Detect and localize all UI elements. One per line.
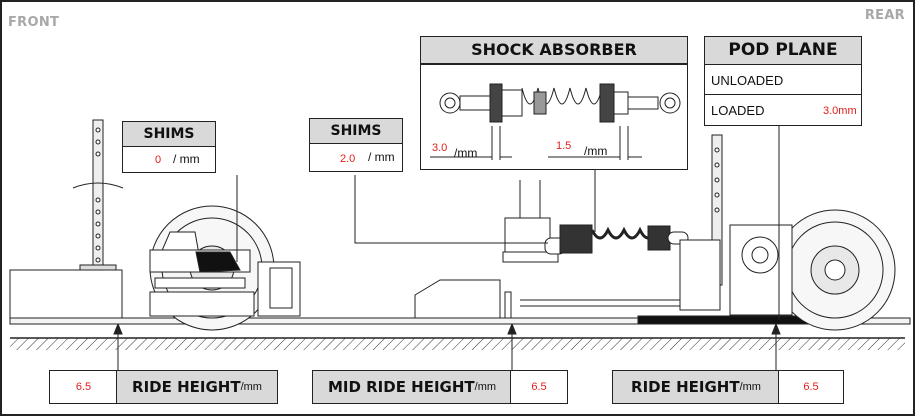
rear-ride-height-label: RIDE HEIGHT: [631, 378, 740, 396]
front-suspension: [149, 249, 301, 317]
mid-ride-height-title: MID RIDE HEIGHT/mm: [312, 370, 512, 404]
front-body-post: [9, 119, 124, 319]
shock-absorber-box: [420, 63, 688, 170]
mid-ride-height-value: 6.5: [531, 381, 547, 393]
shock-right-unit: /mm: [584, 144, 608, 158]
rear-label: REAR: [864, 8, 905, 23]
front-ride-height-value: 6.5: [75, 381, 92, 393]
rear-body-post: [679, 134, 723, 311]
front-label: FRONT: [8, 15, 60, 30]
mid-shims-title: SHIMS: [309, 118, 403, 145]
front-shims-title: SHIMS: [122, 121, 216, 148]
shock-right-value: 1.5: [556, 140, 572, 152]
front-ride-height-title: RIDE HEIGHT/mm: [116, 370, 278, 404]
shock-left-unit: /mm: [454, 146, 478, 160]
mid-shims-value-box: 2.0 / mm: [309, 143, 403, 172]
front-ride-height-label: RIDE HEIGHT: [132, 378, 241, 396]
leader-lines: [236, 125, 780, 320]
mid-electronics: [414, 279, 512, 319]
shock-left-value: 3.0: [432, 142, 448, 154]
rear-ride-height-unit: /mm: [739, 381, 761, 393]
pod-plane-unloaded-row: UNLOADED: [704, 64, 862, 96]
pod-plane-title: POD PLANE: [704, 36, 862, 66]
mid-ride-height-unit: /mm: [474, 381, 497, 393]
front-shims-value: 0: [155, 154, 162, 166]
front-shims-unit: / mm: [173, 152, 200, 166]
front-shims-value-box: 0 / mm: [122, 146, 216, 173]
ride-height-arrows: [113, 322, 781, 372]
shock-absorber-detail: [430, 83, 681, 160]
mid-shims-value: 2.0: [340, 153, 356, 165]
mid-ride-height-value-box: 6.5: [510, 370, 568, 404]
front-ride-height-value-box: 6.5: [49, 370, 118, 404]
rear-ride-height-value-box: 6.5: [778, 370, 844, 404]
shock-absorber-title: SHOCK ABSORBER: [420, 36, 688, 65]
pod-plane-unloaded-label: UNLOADED: [711, 73, 784, 88]
mid-ride-height-label: MID RIDE HEIGHT: [327, 378, 475, 396]
pod-plane-loaded-value: 3.0mm: [823, 105, 857, 117]
rear-ride-height-title: RIDE HEIGHT/mm: [612, 370, 780, 404]
rear-ride-height-value: 6.5: [803, 381, 819, 393]
pod-plane-loaded-label: LOADED: [711, 103, 765, 118]
mid-shims-unit: / mm: [368, 150, 395, 164]
rear-wheel: [729, 209, 896, 331]
front-ride-height-unit: /mm: [240, 381, 262, 393]
center-shock-assembly: [502, 180, 690, 307]
pod-plane-loaded-row: LOADED 3.0mm: [704, 94, 862, 126]
ground: [10, 337, 905, 350]
